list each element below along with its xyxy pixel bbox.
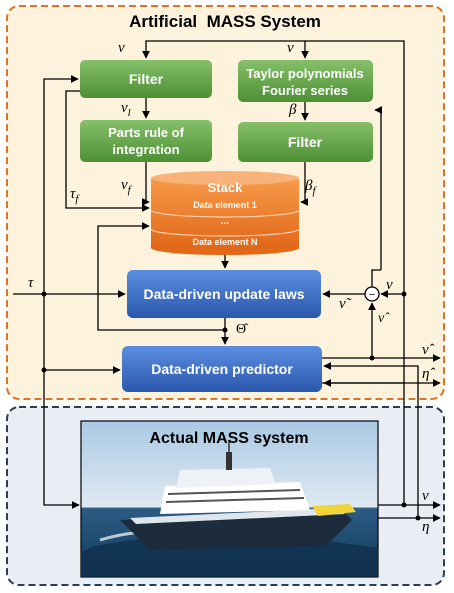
parts-rule-label-line1: Parts rule of — [108, 125, 185, 140]
label-theta-hat: Θ̂ — [236, 322, 249, 337]
label-nu-l: νl — [121, 100, 131, 119]
signal-wires — [13, 40, 441, 522]
taylor-block — [238, 60, 373, 102]
stack-ellipsis: ... — [221, 216, 230, 227]
label-nu-filter: ν — [118, 40, 125, 56]
label-nu-taylor: ν — [287, 40, 294, 56]
predictor-block — [122, 346, 322, 392]
filter-left-label: Filter — [129, 71, 164, 87]
label-tau-f-main: τ — [70, 186, 76, 202]
stack-element-1: Data element 1 — [193, 200, 257, 210]
actual-system-title: Actual MASS system — [149, 430, 308, 447]
parts-rule-block — [80, 120, 212, 162]
stack-block — [150, 171, 300, 255]
update-laws-block — [127, 270, 321, 318]
label-nu-l-main: ν — [121, 100, 128, 116]
label-beta: β — [288, 102, 297, 118]
predictor-label: Data-driven predictor — [151, 361, 293, 377]
label-nu-f: νf — [121, 177, 133, 196]
label-nu-f-sub: f — [128, 184, 133, 196]
parts-rule-label-line2: integration — [112, 142, 179, 157]
ship-image — [80, 420, 379, 578]
filter-right-label: Filter — [288, 134, 323, 150]
label-nu-junction: ν — [386, 277, 393, 293]
label-tau-f: τf — [70, 186, 80, 205]
label-nu-f-main: ν — [121, 177, 128, 193]
filter-right-block — [238, 122, 373, 162]
label-eta-out: η — [422, 519, 429, 535]
stack-title: Stack — [208, 180, 243, 195]
label-beta-f-sub: f — [312, 185, 317, 197]
taylor-label-line1: Taylor polynomials — [246, 66, 364, 81]
artificial-system-title: Artificial MASS System — [129, 12, 321, 31]
update-laws-label: Data-driven update laws — [143, 286, 304, 302]
label-nu-l-sub: l — [128, 107, 131, 119]
summing-minus-sign: − — [369, 289, 375, 301]
filter-left-block — [80, 60, 212, 98]
label-beta-f-main: β — [304, 178, 313, 194]
label-tau-f-sub: f — [75, 193, 80, 205]
label-nu-out: ν — [422, 488, 429, 504]
label-tau: τ — [28, 275, 34, 291]
taylor-label-line2: Fourier series — [262, 83, 348, 98]
stack-element-n: Data element N — [192, 237, 257, 247]
label-beta-f: βf — [304, 178, 317, 197]
